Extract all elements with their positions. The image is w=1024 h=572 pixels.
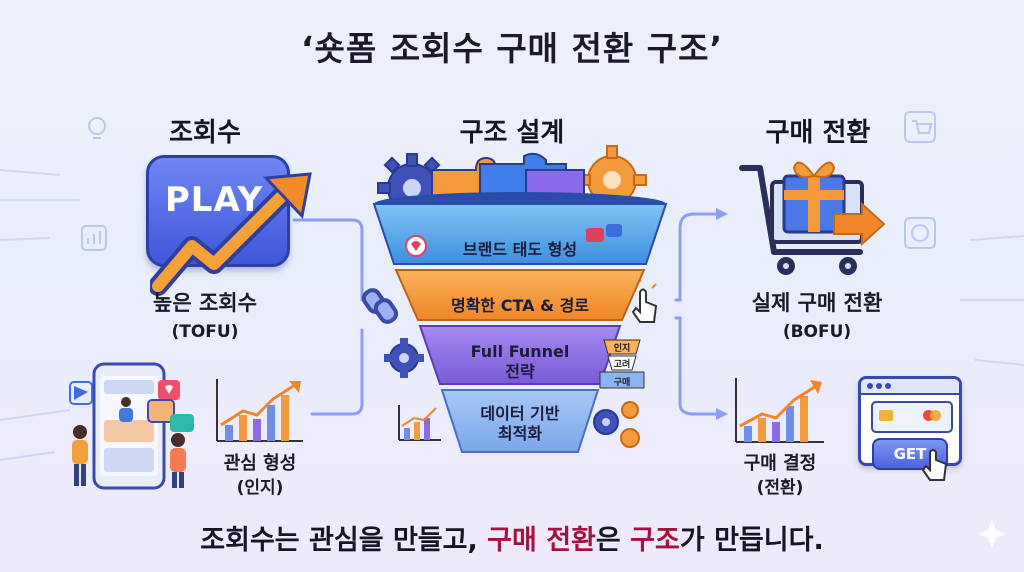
tier-3-line-2: 전략 bbox=[505, 362, 535, 381]
card-chip-icon bbox=[879, 410, 893, 421]
left-main-sub: (TOFU) bbox=[171, 322, 239, 342]
tier-3-label: Full Funnel 전략 bbox=[420, 342, 620, 382]
mini-funnel-1: 인지 bbox=[613, 344, 631, 354]
tagline-part-5: 가 만듭니다. bbox=[679, 525, 824, 556]
right-main-sub: (BOFU) bbox=[782, 322, 852, 342]
heart-badge-icon bbox=[405, 235, 427, 257]
tier-4-line-2: 최적화 bbox=[497, 424, 543, 443]
tier-1-label: 브랜드 태도 형성 bbox=[462, 240, 578, 259]
mini-funnel-2: 고려 bbox=[613, 360, 631, 370]
interest-sub: (인지) bbox=[236, 478, 284, 498]
window-dot-icon bbox=[876, 383, 882, 389]
bottom-tagline: 조회수는 관심을 만들고, 구매 전환은 구조가 만듭니다. bbox=[0, 518, 1024, 557]
left-main-label: 높은 조회수 bbox=[153, 291, 257, 315]
window-dot-icon bbox=[867, 383, 873, 389]
cursor-hand-icon bbox=[631, 288, 658, 323]
purchase-chart-icon bbox=[735, 378, 824, 443]
tagline-part-1: 조회수는 관심을 만들고, bbox=[200, 525, 488, 556]
chat-bubble-icon bbox=[586, 224, 622, 242]
link-chain-icon bbox=[361, 288, 399, 324]
sparkle-icon bbox=[978, 520, 1006, 548]
tagline-highlight-2: 구조 bbox=[630, 525, 680, 556]
tagline-highlight-1: 구매 전환 bbox=[487, 525, 596, 556]
funnel-tier-1 bbox=[372, 203, 668, 265]
funnel-diagram bbox=[372, 192, 668, 453]
right-main-label: 실제 구매 전환 bbox=[751, 291, 883, 315]
funnel-tier-2 bbox=[394, 269, 646, 321]
card-logo-icon bbox=[930, 410, 941, 421]
play-label: PLAY bbox=[164, 180, 264, 220]
cart-outline-icon bbox=[904, 111, 936, 143]
pointer-hand-icon bbox=[922, 449, 948, 481]
page-title: ‘숏폼 조회수 구매 전환 구조’ bbox=[301, 29, 723, 68]
cart-gift-illustration bbox=[739, 161, 886, 275]
right-heading: 구매 전환 bbox=[765, 118, 871, 148]
gear-blue-icon bbox=[384, 338, 424, 378]
bar-chart-icon bbox=[81, 225, 107, 251]
window-titlebar bbox=[861, 379, 959, 395]
gears-cluster-icon bbox=[593, 401, 640, 448]
rising-arrow-icon bbox=[150, 172, 312, 296]
tier-4-label: 데이터 기반 최적화 bbox=[420, 404, 620, 444]
data-chart-icon bbox=[398, 405, 441, 441]
purchase-sub: (전환) bbox=[756, 478, 804, 498]
credit-card-icon bbox=[871, 401, 953, 433]
purchase-label: 구매 결정 bbox=[743, 453, 817, 474]
tier-4-line-1: 데이터 기반 bbox=[480, 404, 560, 423]
funnel-tier-4 bbox=[440, 389, 600, 453]
mini-funnel-3: 구매 bbox=[613, 378, 631, 388]
window-dot-icon bbox=[885, 383, 891, 389]
card-logo-icon bbox=[923, 410, 934, 421]
timer-icon bbox=[904, 217, 936, 249]
tier-3-line-1: Full Funnel bbox=[470, 342, 570, 361]
mini-funnel-icon bbox=[599, 339, 645, 389]
interest-chart-icon bbox=[216, 379, 303, 442]
lightbulb-icon bbox=[88, 117, 106, 139]
left-heading: 조회수 bbox=[169, 118, 241, 148]
center-heading: 구조 설계 bbox=[459, 118, 565, 148]
interest-label: 관심 형성 bbox=[223, 453, 297, 474]
social-phone-illustration bbox=[69, 362, 194, 490]
tagline-part-3: 은 bbox=[595, 525, 631, 556]
tier-2-label: 명확한 CTA & 경로 bbox=[450, 296, 590, 315]
